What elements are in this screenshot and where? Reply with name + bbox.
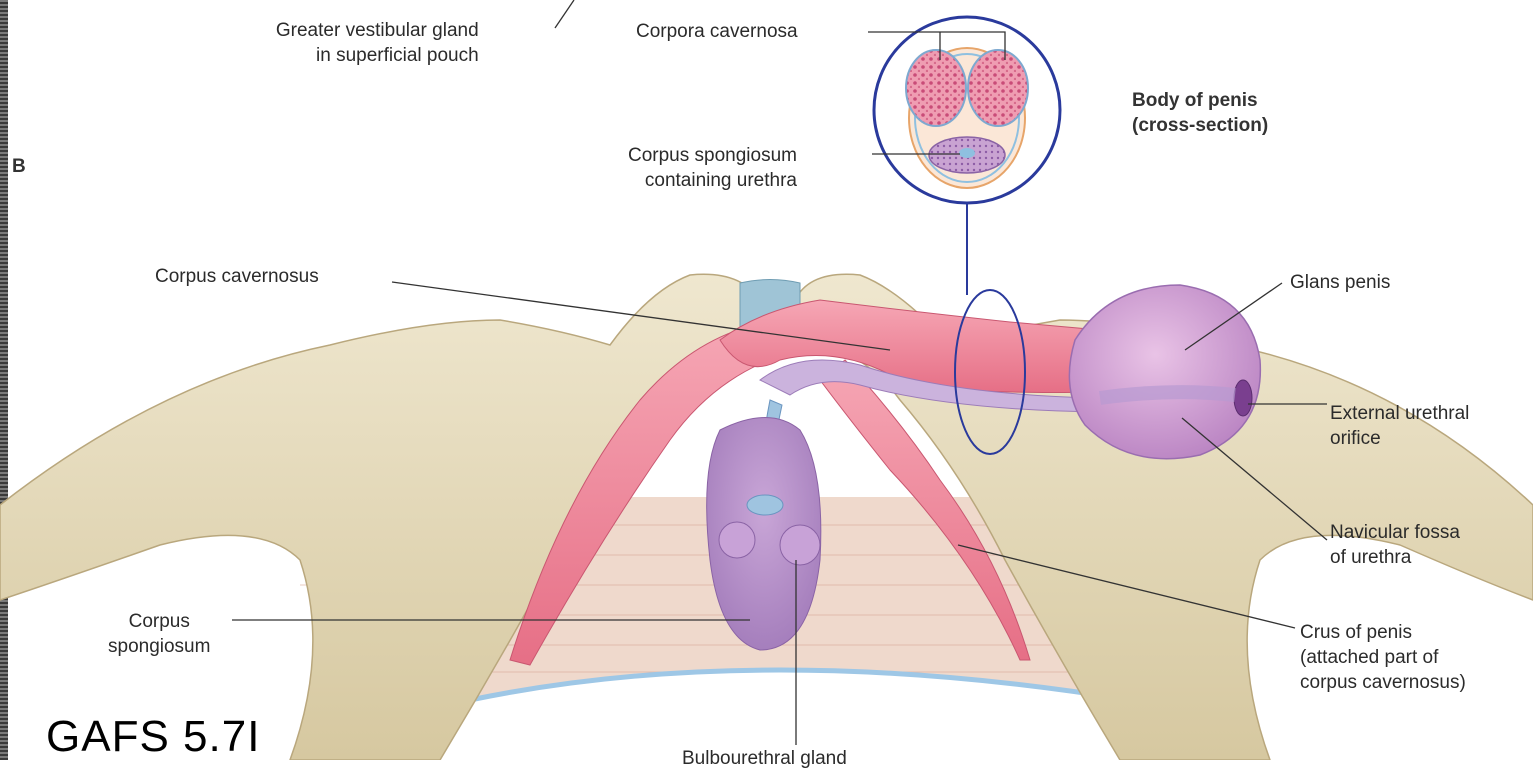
label-line: Greater vestibular gland (266, 18, 479, 43)
label-line: Navicular fossa (1330, 520, 1460, 545)
navicular-fossa (1100, 392, 1235, 398)
figure-caption: GAFS 5.7I (46, 712, 260, 762)
label-line: spongiosum (108, 634, 210, 659)
label-line: orifice (1330, 426, 1469, 451)
cross-section-inset (874, 17, 1060, 203)
label-external-urethral-orifice: External urethral orifice (1330, 401, 1469, 451)
label-line: in superficial pouch (266, 43, 479, 68)
label-line: (attached part of (1300, 645, 1466, 670)
panel-label: B (12, 156, 26, 178)
glans-penis (1069, 285, 1260, 459)
label-corpus-spongiosum-urethra: Corpus spongiosum containing urethra (628, 143, 797, 193)
label-line: Body of penis (1132, 88, 1268, 113)
label-line: containing urethra (628, 168, 797, 193)
label-line: External urethral (1330, 401, 1469, 426)
label-greater-vestibular-gland: Greater vestibular gland in superficial … (266, 18, 479, 68)
label-corpus-cavernosus: Corpus cavernosus (155, 264, 319, 289)
label-bulbourethral-gland: Bulbourethral gland (682, 746, 847, 771)
urethral-bulb (747, 495, 783, 515)
label-line: (cross-section) (1132, 113, 1268, 138)
label-corpora-cavernosa: Corpora cavernosa (636, 19, 798, 44)
label-glans-penis: Glans penis (1290, 270, 1390, 295)
label-line: corpus cavernosus) (1300, 670, 1466, 695)
label-line: Corpus (108, 609, 210, 634)
label-line: Corpus spongiosum (628, 143, 797, 168)
label-line: Crus of penis (1300, 620, 1466, 645)
label-navicular-fossa: Navicular fossa of urethra (1330, 520, 1460, 570)
label-body-of-penis: Body of penis (cross-section) (1132, 88, 1268, 138)
label-corpus-spongiosum: Corpus spongiosum (108, 609, 210, 659)
label-crus-of-penis: Crus of penis (attached part of corpus c… (1300, 620, 1466, 695)
bulbourethral-gland-right (780, 525, 820, 565)
label-line: of urethra (1330, 545, 1460, 570)
bulbourethral-gland-left (719, 522, 755, 558)
external-urethral-orifice (1234, 380, 1252, 416)
